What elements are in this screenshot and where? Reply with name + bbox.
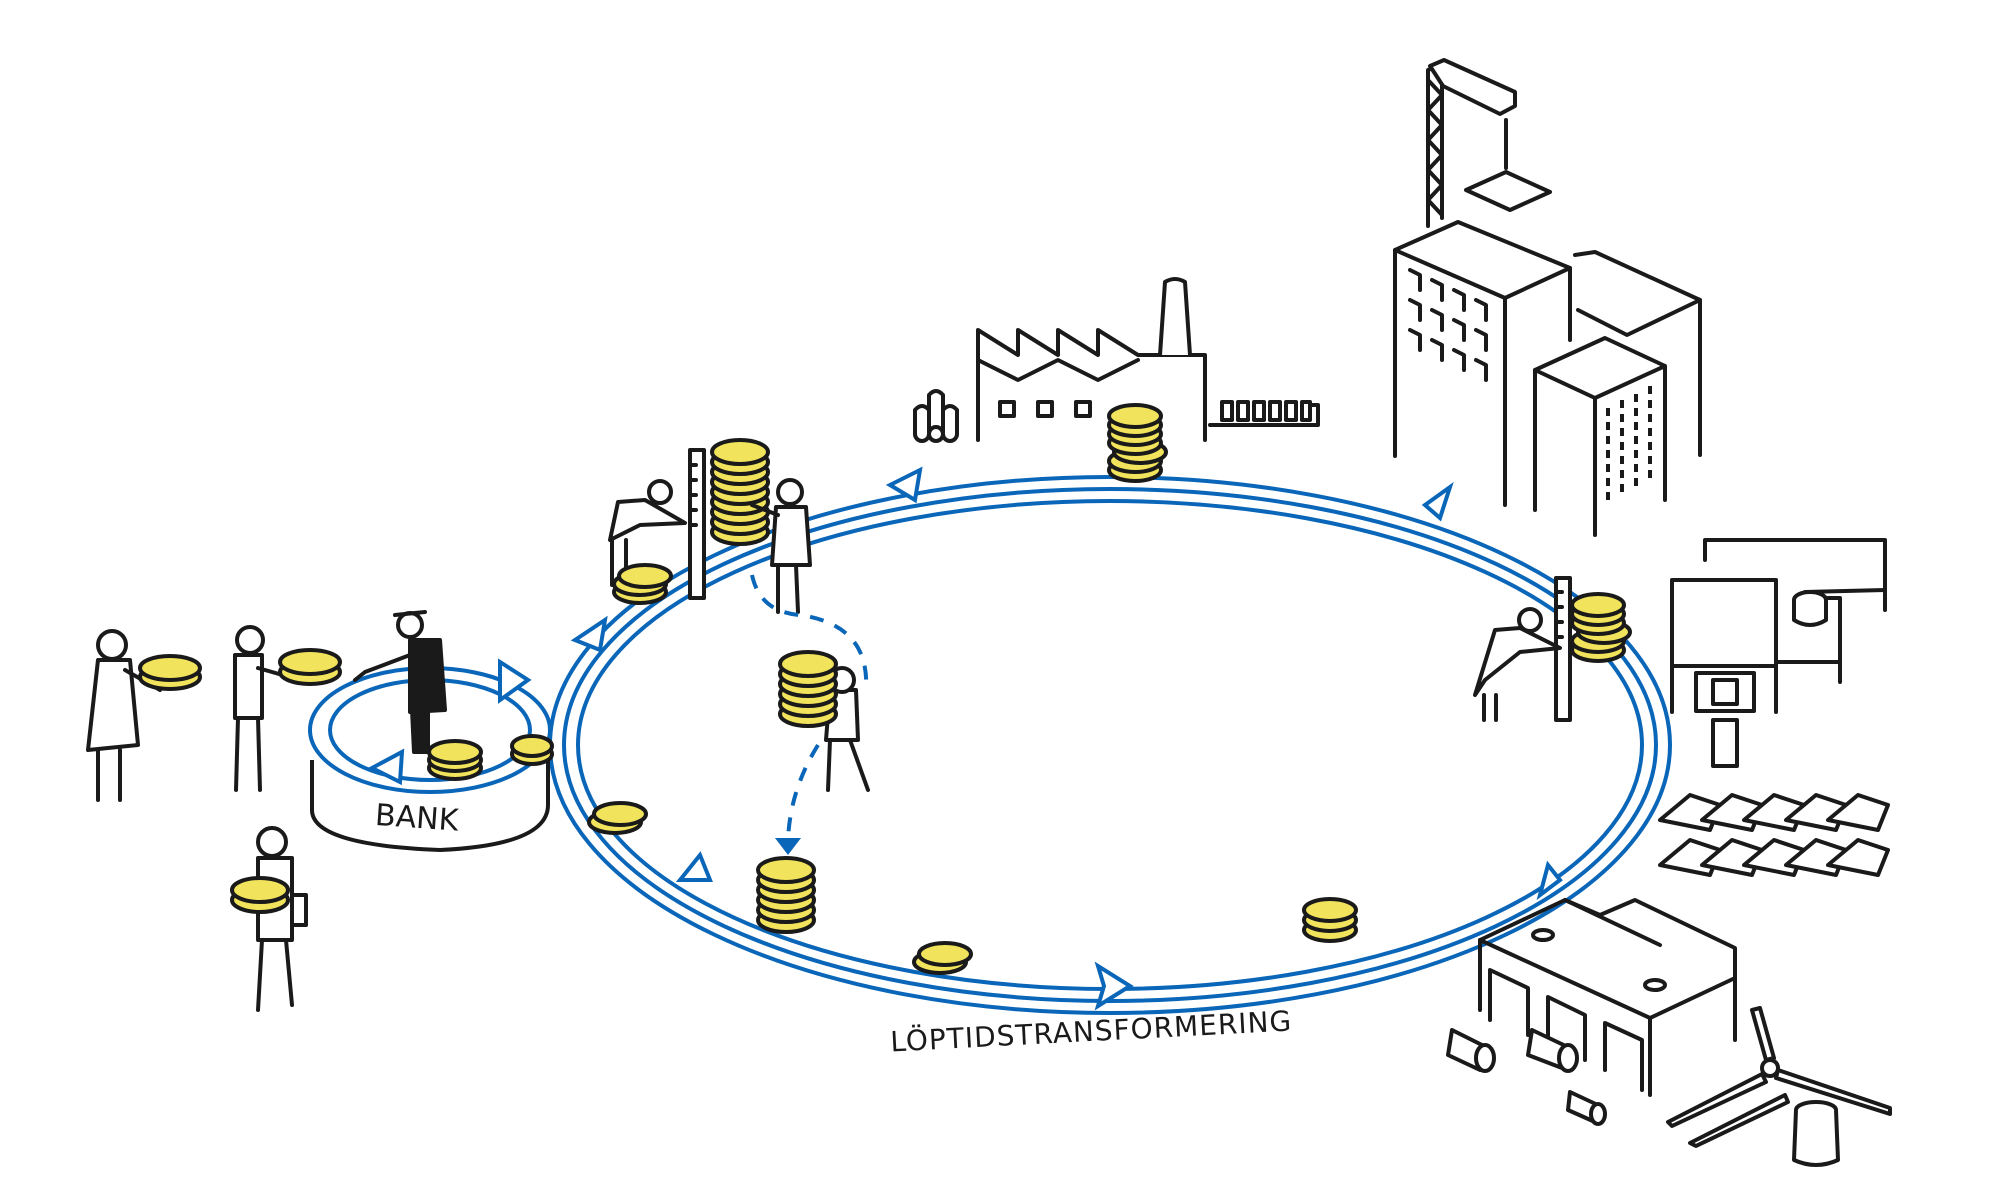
arrow-top-left: [885, 466, 923, 504]
bank-coins: [427, 734, 554, 781]
ring-outer: [548, 475, 1672, 1015]
coin-pile-left-ring: [587, 801, 648, 835]
conveyor: [1208, 400, 1320, 427]
office-buildings: [1393, 58, 1702, 537]
coin-stack-right: [1570, 592, 1632, 663]
ring-inner: [576, 499, 1644, 991]
cylinders: [1446, 1028, 1607, 1126]
construction-crane: [1426, 58, 1552, 228]
cycle-ring: [548, 475, 1672, 1015]
bank-arrow-right: [498, 658, 532, 704]
arrow-left-down: [570, 615, 608, 653]
bank-arrow-left: [367, 748, 405, 786]
arrow-bottom-left: [675, 851, 713, 882]
coin-pile-bottom-right: [1302, 897, 1358, 943]
coin-pile-left: [612, 563, 673, 605]
factory: [913, 277, 1320, 483]
coin-carrier-path: [750, 574, 870, 855]
pipes: [913, 389, 959, 443]
measuring-group-left: [608, 438, 812, 614]
coin-stack-factory: [1107, 403, 1168, 483]
parked-cars: [1658, 793, 1890, 877]
depositor-young-man: [230, 826, 308, 1012]
measuring-group-right: [1473, 576, 1632, 722]
coin-stack-bottom-left: [756, 856, 816, 934]
ring-arrows: [570, 466, 1563, 1011]
bank[interactable]: BANK: [308, 610, 554, 852]
bank-label: BANK: [374, 798, 461, 839]
arrow-bottom-right: [1094, 961, 1134, 1011]
arrow-top-right-left: [1421, 481, 1454, 522]
car-plant: [1658, 538, 1890, 877]
wind-turbine: [1666, 1006, 1892, 1167]
depositor-woman: [86, 629, 202, 802]
arrow-right-up: [1536, 860, 1563, 901]
power-plant: [1446, 898, 1892, 1167]
down-arrow-icon: [775, 838, 801, 855]
depositor-man: [233, 625, 342, 792]
windows: [1408, 268, 1652, 505]
ring-middle: [562, 487, 1658, 1003]
coin-stack-tall: [710, 438, 770, 546]
coin-pile-bottom: [912, 941, 973, 975]
coin-stack-carried: [778, 650, 838, 728]
